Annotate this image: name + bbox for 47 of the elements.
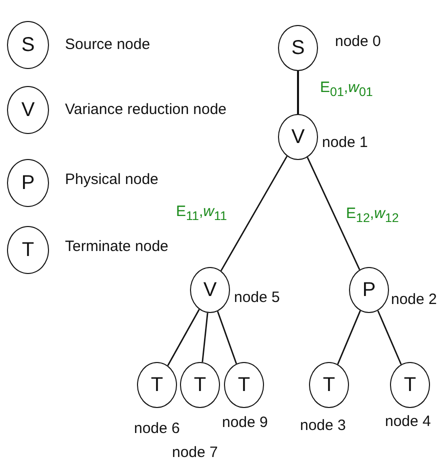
node-letter: S	[291, 36, 305, 60]
node-letter: T	[194, 374, 206, 396]
connector-line	[337, 310, 361, 365]
node-circle	[309, 362, 349, 408]
node-caption: node 7	[172, 444, 218, 462]
node-letter: V	[203, 278, 217, 302]
node-circle	[7, 86, 49, 134]
node-caption: node 3	[300, 417, 346, 435]
node-circle	[7, 226, 49, 274]
connector-line	[220, 156, 288, 272]
node-circle	[190, 267, 230, 313]
connector-line	[306, 157, 360, 270]
node-caption: Source node	[65, 36, 150, 54]
connector-line	[202, 312, 208, 362]
node-caption: Variance reduction node	[65, 101, 226, 119]
node-caption: node 9	[222, 414, 268, 432]
node-caption: Terminate node	[65, 238, 168, 256]
connector-line	[297, 71, 299, 114]
node-letter: V	[291, 126, 305, 148]
node-letter: T	[238, 374, 250, 396]
node-circle	[224, 362, 264, 408]
node-circle	[349, 267, 389, 313]
connector-line	[377, 310, 402, 365]
node-letter: T	[22, 238, 34, 262]
node-circle	[278, 25, 318, 71]
node-circle	[278, 114, 318, 160]
node-letter: T	[404, 374, 416, 396]
node-caption: node 0	[335, 33, 381, 51]
node-letter: T	[322, 374, 336, 396]
node-circle	[390, 362, 430, 408]
connector-line	[216, 311, 238, 364]
node-circle	[7, 159, 49, 207]
node-letter: P	[21, 172, 35, 194]
node-letter: T	[150, 374, 164, 396]
node-caption: node 1	[322, 134, 368, 152]
node-letter: S	[21, 34, 35, 56]
node-letter: P	[362, 278, 376, 302]
node-circle	[137, 362, 177, 408]
node-caption: Physical node	[65, 171, 158, 189]
node-caption: node 5	[234, 289, 280, 307]
node-circle	[180, 362, 220, 408]
node-caption: node 6	[134, 420, 180, 438]
node-caption: node 4	[385, 413, 431, 431]
node-caption: node 2	[391, 291, 437, 309]
node-letter: V	[21, 98, 35, 122]
node-circle	[7, 21, 49, 69]
connector-line	[167, 309, 200, 366]
